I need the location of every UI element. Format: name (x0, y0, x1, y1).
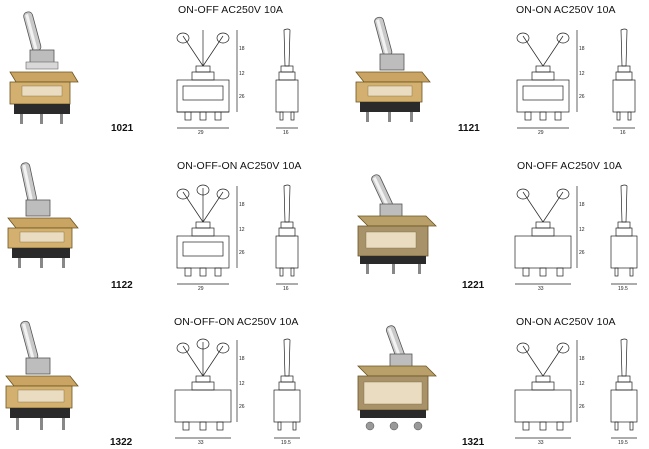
rating-label: ON-ON AC250V 10A (516, 4, 616, 16)
part-number: 1322 (110, 437, 133, 448)
dim-bush-height: 12 (579, 381, 585, 387)
toggle-switch-photo (5, 320, 79, 430)
front-view-drawing: 18 12 26 33 (514, 340, 585, 446)
side-view-drawing: 16 (275, 184, 299, 292)
dim-front-width: 33 (538, 286, 544, 292)
part-number: 1122 (111, 280, 133, 291)
dim-body-height: 26 (579, 94, 585, 100)
dim-side-width: 19.5 (618, 440, 628, 446)
side-view-drawing: 16 (612, 28, 636, 136)
dim-body-height: 26 (579, 250, 585, 256)
dim-lever-height: 18 (579, 202, 585, 208)
dim-body-height: 26 (239, 250, 245, 256)
part-number: 1321 (462, 437, 485, 448)
dim-side-width: 19.5 (281, 440, 291, 446)
front-view-drawing: 18 12 26 29 (176, 184, 245, 292)
front-view-drawing: 18 12 26 29 (176, 30, 245, 136)
dim-front-width: 33 (538, 440, 544, 446)
toggle-switch-photo (7, 162, 79, 268)
dim-bush-height: 12 (579, 227, 585, 233)
part-number: 1021 (111, 123, 134, 134)
rating-label: ON-OFF AC250V 10A (178, 4, 283, 16)
rating-label: ON-OFF AC250V 10A (517, 160, 622, 172)
dim-side-width: 16 (283, 130, 289, 136)
dim-side-width: 19.5 (618, 286, 628, 292)
toggle-switch-photo (9, 11, 79, 124)
dim-front-width: 33 (198, 440, 204, 446)
side-view-drawing: 19.5 (273, 338, 301, 446)
dim-bush-height: 12 (579, 71, 585, 77)
dim-side-width: 16 (620, 130, 626, 136)
front-view-drawing: 18 12 26 29 (516, 30, 585, 136)
dim-lever-height: 18 (239, 356, 245, 362)
rating-label: ON-OFF-ON AC250V 10A (177, 160, 302, 172)
front-view-drawing: 18 12 26 33 (174, 338, 245, 446)
dim-lever-height: 18 (579, 356, 585, 362)
dim-lever-height: 18 (239, 46, 245, 52)
toggle-switch-photo (357, 325, 437, 431)
dim-front-width: 29 (198, 286, 204, 292)
side-view-drawing: 16 (275, 28, 299, 136)
rating-label: ON-ON AC250V 10A (516, 316, 616, 328)
dim-lever-height: 18 (239, 202, 245, 208)
dim-front-width: 29 (198, 130, 204, 136)
toggle-switch-photo (355, 16, 431, 122)
front-view-drawing: 18 12 26 33 (514, 186, 585, 292)
dim-bush-height: 12 (239, 381, 245, 387)
part-number: 1121 (458, 123, 480, 134)
dim-body-height: 26 (239, 94, 245, 100)
toggle-switch-photo (357, 174, 437, 274)
dim-bush-height: 12 (239, 227, 245, 233)
part-number: 1221 (462, 280, 485, 291)
side-view-drawing: 19.5 (610, 338, 638, 446)
dim-body-height: 26 (239, 404, 245, 410)
dim-lever-height: 18 (579, 46, 585, 52)
dim-front-width: 29 (538, 130, 544, 136)
dim-side-width: 16 (283, 286, 289, 292)
rating-label: ON-OFF-ON AC250V 10A (174, 316, 299, 328)
side-view-drawing: 19.5 (610, 184, 638, 292)
dim-bush-height: 12 (239, 71, 245, 77)
dim-body-height: 26 (579, 404, 585, 410)
